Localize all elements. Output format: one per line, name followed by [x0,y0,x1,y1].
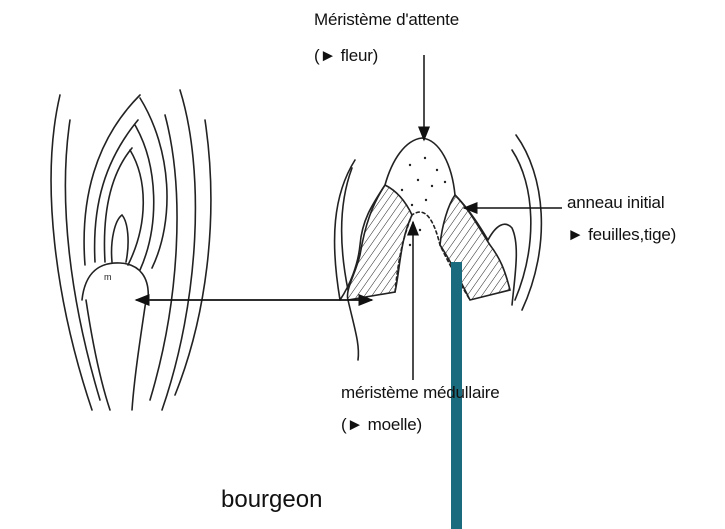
label-attente-title: Méristème d'attente [314,10,459,30]
label-anneau-note: ► feuilles,tige) [567,225,676,245]
meristem-dots [401,157,446,246]
label-medullaire-note: (► moelle) [341,415,422,435]
right-apex-drawing [335,135,542,360]
apex-mark: m [104,272,112,282]
annotation-arrows [136,55,562,380]
left-bud-drawing [51,90,211,410]
label-medullaire-title: méristème médullaire [341,383,500,403]
label-anneau-title: anneau initial [567,193,664,213]
caption-bourgeon: bourgeon [221,486,322,514]
initial-ring-right [440,195,510,300]
label-attente-note: (► fleur) [314,46,378,66]
